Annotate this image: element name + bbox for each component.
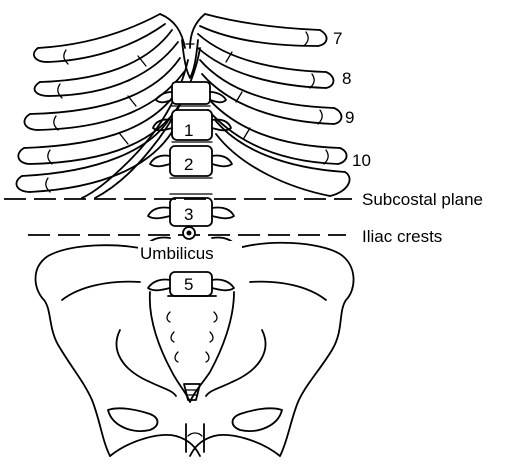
rib-label-10: 10 (352, 151, 371, 170)
rib-label-9: 9 (345, 108, 354, 127)
vertebra-label-3: 3 (184, 205, 193, 224)
subcostal-plane-label: Subcostal plane (362, 190, 483, 209)
umbilicus-marker (183, 227, 195, 239)
rib-label-8: 8 (342, 69, 351, 88)
umbilicus-label: Umbilicus (140, 244, 214, 263)
vertebra-label-5: 5 (184, 275, 193, 294)
rib-label-7: 7 (333, 29, 342, 48)
vertebra-label-2: 2 (184, 155, 193, 174)
right-rib-cage (190, 14, 350, 196)
iliac-crests-label: Iliac crests (362, 227, 442, 246)
vertebra-label-1: 1 (184, 121, 193, 140)
vertebral-column (146, 82, 236, 296)
